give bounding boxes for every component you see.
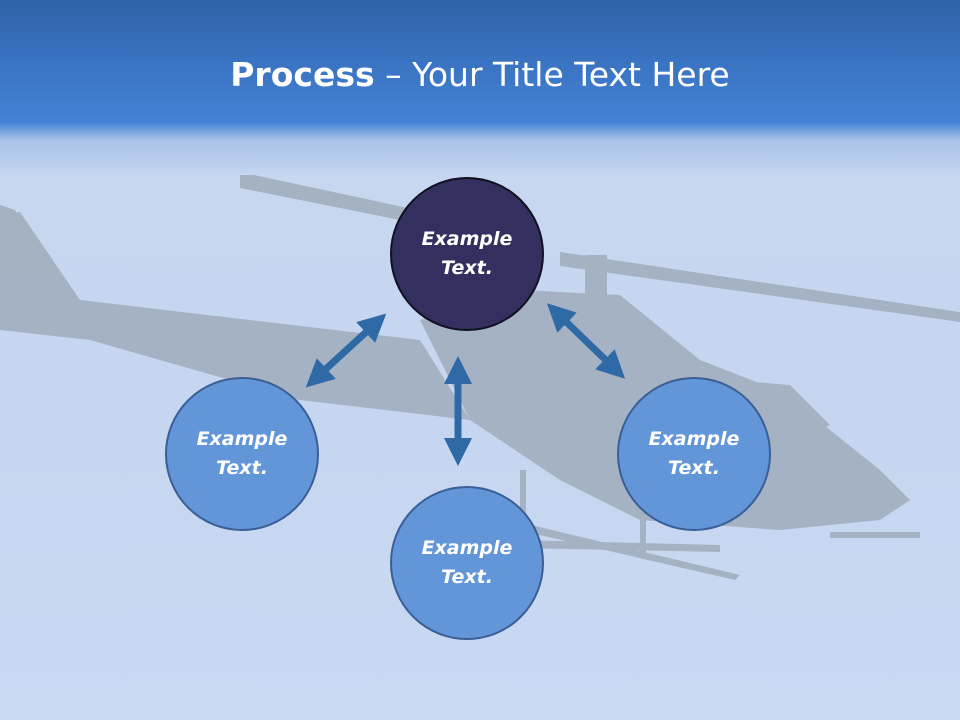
arrow-top-left: [305, 313, 387, 388]
left-node-line2: Text.: [216, 457, 268, 479]
left-node-line1: Example: [196, 428, 288, 450]
bottom-node-line1: Example: [421, 537, 513, 559]
right-node-line2: Text.: [668, 457, 720, 479]
bottom-node-label: Example Text.: [412, 534, 522, 592]
title-rest: – Your Title Text Here: [374, 55, 730, 94]
slide-title: Process – Your Title Text Here: [0, 55, 960, 95]
center-node-line2: Text.: [441, 257, 493, 279]
center-node-line1: Example: [421, 228, 513, 250]
title-strong: Process: [230, 55, 375, 94]
bottom-node-line2: Text.: [441, 566, 493, 588]
center-node: Example Text.: [390, 177, 544, 331]
arrow-top-right: [546, 303, 626, 379]
bottom-node: Example Text.: [390, 486, 544, 640]
right-node: Example Text.: [617, 377, 771, 531]
title-banner: Process – Your Title Text Here: [0, 0, 960, 175]
right-node-line1: Example: [648, 428, 740, 450]
center-node-label: Example Text.: [412, 225, 522, 283]
left-node-label: Example Text.: [187, 425, 297, 483]
left-node: Example Text.: [165, 377, 319, 531]
right-node-label: Example Text.: [639, 425, 749, 483]
